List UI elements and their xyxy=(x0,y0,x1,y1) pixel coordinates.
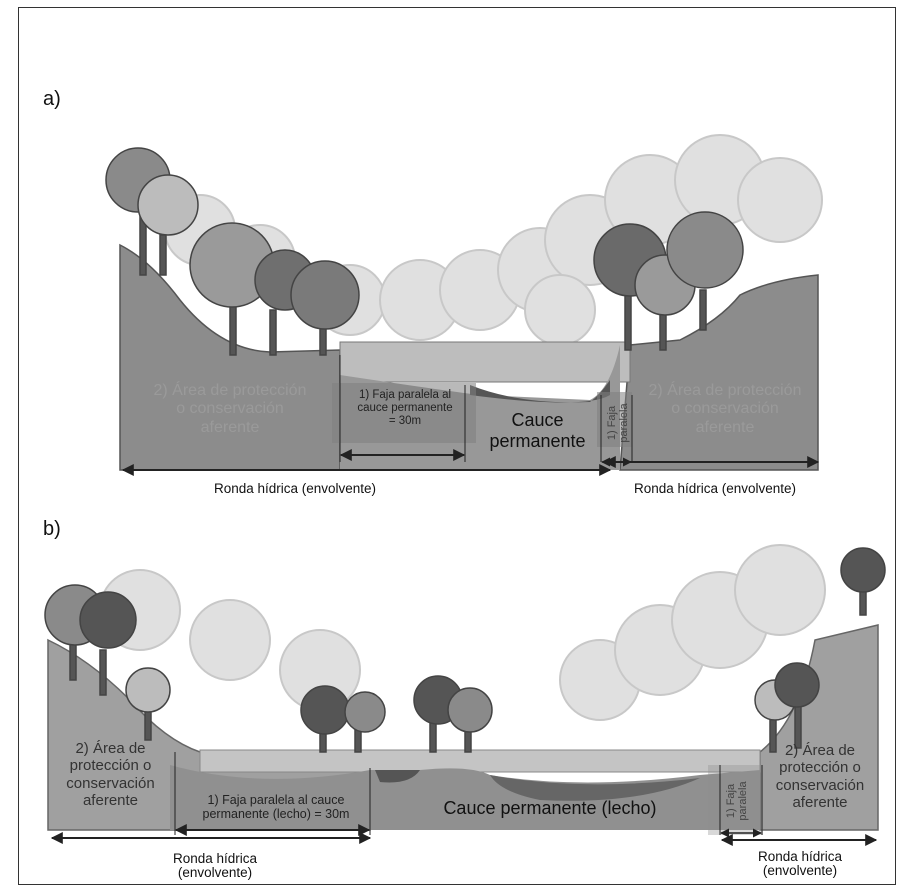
panel-b-strip-label: 1) Faja paralela al cauce permanente (le… xyxy=(202,793,350,822)
panel-b-strip-overlay xyxy=(175,792,380,830)
panel-a-strip-label: 1) Faja paralela al cauce permanente = 3… xyxy=(357,389,453,428)
panel-b-narrow-strip-overlay xyxy=(708,765,763,835)
panel-b-ronda-left-label: Ronda hídrica (envolvente) xyxy=(172,851,258,881)
panel-b-background-canopy xyxy=(99,544,826,721)
panel-b-pool-left xyxy=(375,770,420,783)
panel-a-water xyxy=(339,341,631,383)
panel-a-trees-right xyxy=(593,211,744,351)
panel-b-trees-left xyxy=(44,584,493,753)
panel-a-strip-overlay xyxy=(332,383,476,443)
panel-b-water xyxy=(199,749,761,773)
panel-a-background-canopy xyxy=(164,134,823,346)
panel-b-scene xyxy=(44,544,886,846)
figure-frame xyxy=(18,7,896,885)
panel-a-ronda-left-label: Ronda hídrica (envolvente) xyxy=(213,481,377,496)
panel-b-trees-right xyxy=(754,547,886,753)
panel-a-channel-bottom xyxy=(470,380,610,403)
panel-a-left-zone-label: 2) Área de protección o conservación afe… xyxy=(153,382,307,436)
panel-a-ronda-right-label: Ronda hídrica (envolvente) xyxy=(633,481,797,496)
panel-a-channel-label: Cauce permanente xyxy=(489,410,586,451)
panel-a-scene xyxy=(105,134,823,476)
panel-b-right-zone-label: 2) Área de protección o conservación afe… xyxy=(775,742,865,811)
panel-b-channel-bed xyxy=(170,765,760,830)
panel-b-label: b) xyxy=(43,518,61,540)
panel-b-pool-right xyxy=(490,775,700,801)
panel-b-ronda-right-label: Ronda hídrica (envolvente) xyxy=(757,849,843,879)
panel-a-trees-left xyxy=(105,147,360,356)
panel-a-label: a) xyxy=(43,88,61,110)
panel-b-channel-label: Cauce permanente (lecho) xyxy=(443,798,657,818)
panel-b-left-zone-label: 2) Área de protección o conservación afe… xyxy=(66,740,155,809)
panel-a-right-zone-label: 2) Área de protección o conservación afe… xyxy=(648,382,802,436)
panel-b-narrow-strip-label: 1) Faja paralela xyxy=(725,781,749,821)
panel-a-narrow-strip-overlay xyxy=(597,392,632,447)
